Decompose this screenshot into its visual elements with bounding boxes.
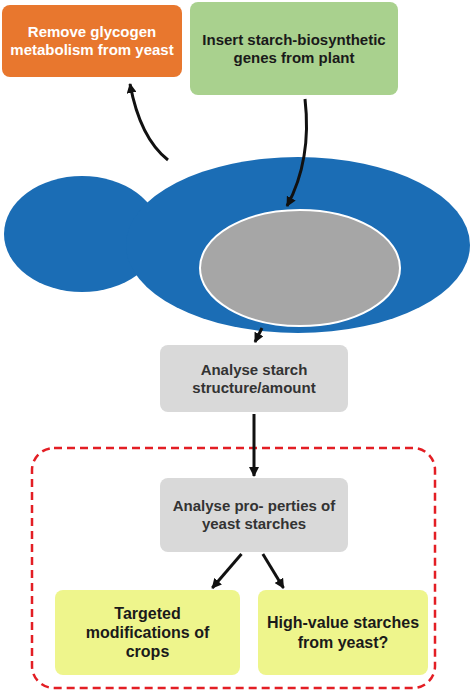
action-box: Insert starch-biosynthetic genes from pl… <box>190 2 398 95</box>
nucleus <box>200 210 400 326</box>
process-box: Analyse starch structure/amount <box>160 345 348 412</box>
dashed-region <box>32 448 435 688</box>
action-box: Remove glycogen metabolism from yeast <box>2 5 182 77</box>
arrow-genes-to-nucleus <box>287 99 307 206</box>
outcome-box: Targeted modifications of crops <box>55 590 240 675</box>
box-label: Analyse pro- perties of yeast starches <box>168 497 340 533</box>
flow-arrow <box>253 414 256 476</box>
box-label: Insert starch-biosynthetic genes from pl… <box>198 31 390 67</box>
box-label: Remove glycogen metabolism from yeast <box>10 23 174 59</box>
box-label: Analyse starch structure/amount <box>168 361 340 397</box>
box-label: Targeted modifications of crops <box>63 604 232 662</box>
arrow-nucleus-to-analysis <box>255 328 262 342</box>
flow-arrow <box>263 554 284 588</box>
process-box: Analyse pro- perties of yeast starches <box>160 478 348 552</box>
arrow-cell-to-removal <box>130 84 168 160</box>
box-label: High-value starches from yeast? <box>266 613 420 651</box>
outcome-box: High-value starches from yeast? <box>258 590 428 675</box>
flow-arrow <box>212 554 241 588</box>
